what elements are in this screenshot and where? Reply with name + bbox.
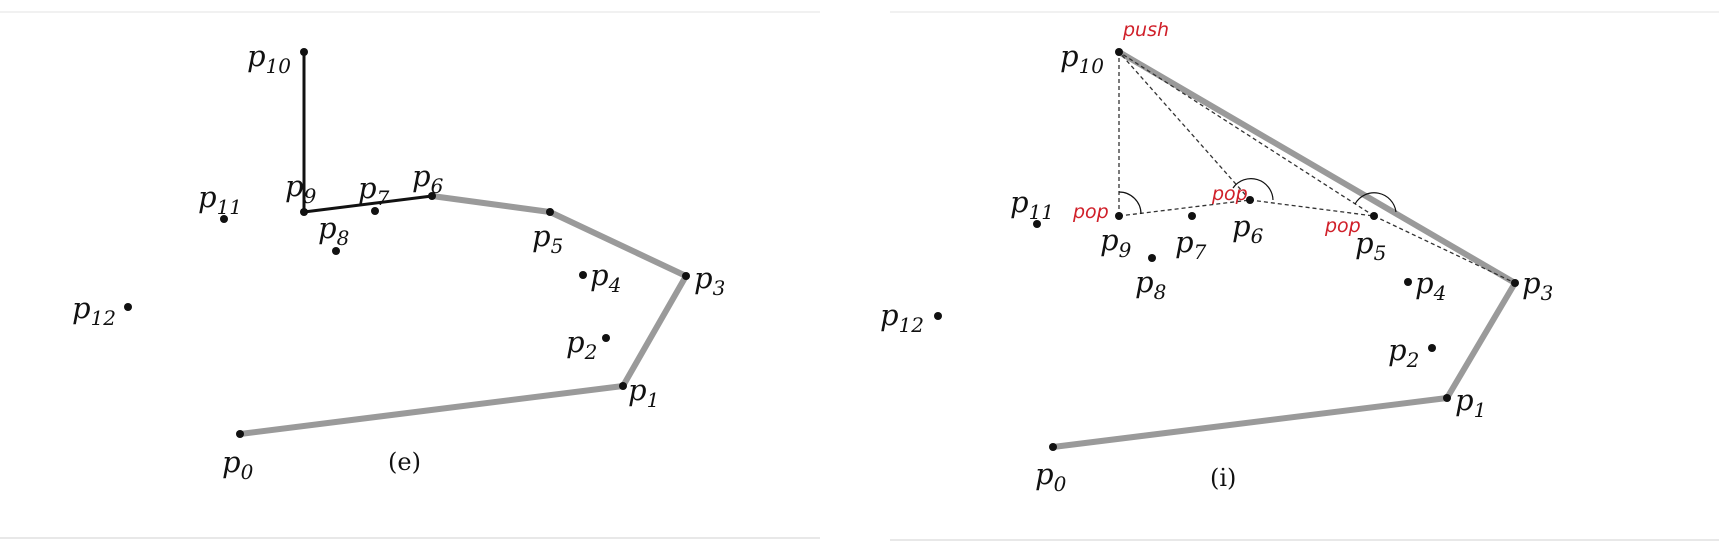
point-label-p10: p10 — [1060, 39, 1104, 78]
point-label-p0: p0 — [1035, 457, 1067, 496]
point-label-p2: p2 — [566, 325, 597, 364]
point-p0 — [1049, 443, 1057, 451]
hull-gray-edge — [1050, 49, 1518, 450]
point-label-p5: p5 — [1355, 226, 1386, 265]
point-label-p7: p7 — [1175, 225, 1207, 264]
point-label-p8: p8 — [1135, 265, 1166, 304]
dashed-segment — [1118, 51, 1251, 201]
point-p0 — [236, 430, 244, 438]
point-label-p9: p9 — [285, 169, 317, 208]
point-p10 — [300, 48, 308, 56]
point-p11 — [220, 215, 228, 223]
point-label-p8: p8 — [318, 211, 349, 250]
point-label-p3: p3 — [694, 261, 725, 300]
point-p6 — [1246, 196, 1254, 204]
point-label-p7: p7 — [358, 171, 390, 210]
angle-arc — [1118, 191, 1142, 215]
dashed-segment — [1373, 215, 1516, 284]
point-p1 — [619, 382, 627, 390]
annotation-pop-p9: pop — [1072, 201, 1109, 223]
point-label-p6: p6 — [412, 159, 444, 198]
angle-arc — [1232, 178, 1274, 201]
point-label-p11: p11 — [1010, 185, 1054, 224]
point-p12 — [934, 312, 942, 320]
point-p8 — [332, 247, 340, 255]
point-p5 — [546, 208, 554, 216]
point-p2 — [602, 334, 610, 342]
dashed-segment — [1118, 51, 1375, 217]
point-p11 — [1033, 220, 1041, 228]
point-p9 — [300, 208, 308, 216]
annotation-push-p10: push — [1122, 19, 1169, 41]
point-p9 — [1115, 212, 1123, 220]
point-p5 — [1370, 212, 1378, 220]
point-p7 — [371, 207, 379, 215]
hull-gray-edge — [237, 193, 689, 437]
point-label-p4: p4 — [1415, 266, 1446, 305]
point-p3 — [682, 272, 690, 280]
point-p10 — [1115, 48, 1123, 56]
point-label-p1: p1 — [1455, 383, 1486, 422]
point-label-p3: p3 — [1522, 266, 1553, 305]
point-p2 — [1428, 344, 1436, 352]
point-p6 — [428, 192, 436, 200]
point-p12 — [124, 303, 132, 311]
point-label-p11: p11 — [198, 180, 242, 219]
annotation-pop-p5: pop — [1324, 215, 1361, 237]
panel-caption-i: (i) — [1210, 464, 1236, 492]
point-label-p6: p6 — [1232, 209, 1264, 248]
point-label-p12: p12 — [880, 298, 924, 337]
point-label-p10: p10 — [247, 39, 291, 78]
point-p8 — [1148, 254, 1156, 262]
point-label-p5: p5 — [532, 219, 563, 258]
point-label-p0: p0 — [222, 445, 254, 484]
point-p1 — [1443, 394, 1451, 402]
panel-caption-e: (e) — [388, 448, 421, 476]
point-label-p2: p2 — [1388, 333, 1419, 372]
point-label-p12: p12 — [72, 291, 116, 330]
angle-arc — [1354, 192, 1397, 213]
point-label-p4: p4 — [590, 258, 621, 297]
point-label-p9: p9 — [1100, 223, 1132, 262]
point-p4 — [579, 271, 587, 279]
point-p4 — [1404, 278, 1412, 286]
point-p7 — [1188, 212, 1196, 220]
point-label-p1: p1 — [628, 373, 659, 412]
point-p3 — [1511, 279, 1519, 287]
annotation-pop-p6: pop — [1211, 183, 1248, 205]
